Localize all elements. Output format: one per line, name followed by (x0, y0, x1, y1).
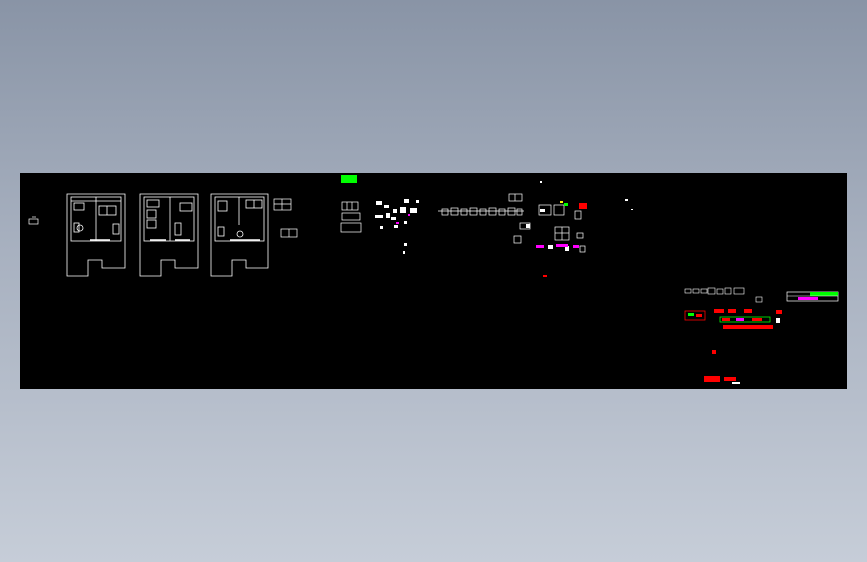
left-symbol (28, 216, 39, 225)
floor-plan-a (66, 193, 126, 277)
magenta-marks-left (396, 214, 410, 224)
center-fill-marks (526, 181, 569, 251)
electrical-color-marks (684, 309, 782, 384)
title-bar (786, 291, 839, 302)
elevation-row (438, 193, 524, 216)
fixture-symbols (375, 199, 419, 254)
electrical-details-right (684, 287, 763, 303)
floor-plan-c (210, 193, 269, 277)
center-color-marks (536, 201, 587, 277)
right-small-marks (625, 199, 633, 210)
detail-blocks-left (340, 201, 362, 233)
window-legend (273, 198, 298, 238)
floor-plan-b (139, 193, 199, 277)
cad-drawing-canvas[interactable] (20, 173, 847, 389)
section-details-center (513, 204, 586, 253)
cad-drawing (28, 175, 839, 384)
green-marker (341, 175, 357, 183)
